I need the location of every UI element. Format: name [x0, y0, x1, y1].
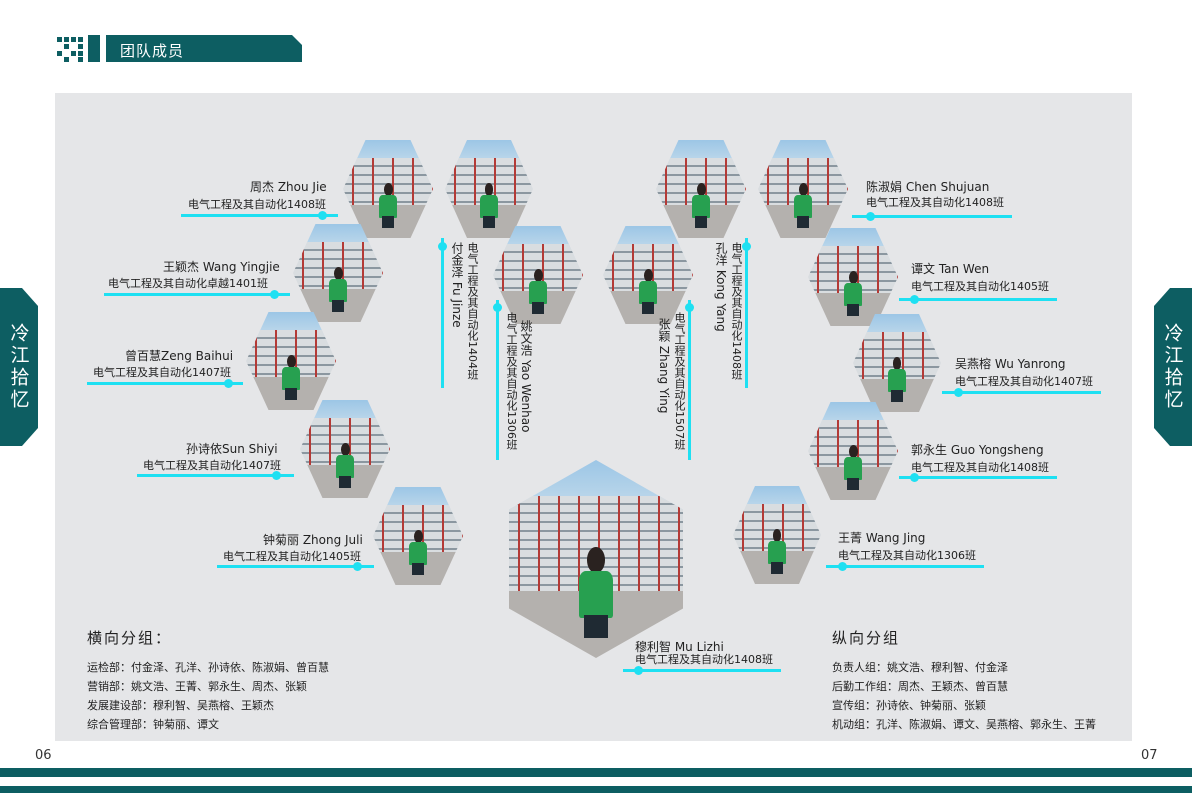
member-name: 张颖 Zhang Ying [657, 318, 671, 414]
member-class: 电气工程及其自动化1306班 [505, 312, 518, 450]
member-class: 电气工程及其自动化1405班 [911, 280, 1049, 293]
member-class: 电气工程及其自动化1404班 [466, 242, 479, 380]
header-accent-bar [88, 35, 100, 62]
member-name: 孙诗依Sun Shiyi [186, 442, 278, 456]
page-number-left: 06 [35, 748, 52, 763]
group-line: 营销部：姚文浩、王菁、郭永生、周杰、张颖 [87, 680, 307, 693]
member-name: 王颖杰 Wang Yingjie [163, 260, 280, 274]
member-name: 曾百慧Zeng Baihui [125, 349, 234, 363]
member-class: 电气工程及其自动化1407班 [93, 366, 231, 379]
group-line: 发展建设部：穆利智、吴燕榕、王颖杰 [87, 699, 274, 712]
header-bar [106, 35, 302, 62]
member-class: 电气工程及其自动化1408班 [188, 198, 326, 211]
group-line: 综合管理部：钟菊丽、谭文 [87, 718, 219, 731]
member-class: 电气工程及其自动化1507班 [673, 312, 686, 450]
member-name: 穆利智 Mu Lizhi [635, 640, 724, 654]
group-line: 负责人组：姚文浩、穆利智、付金泽 [832, 661, 1008, 674]
member-name: 陈淑娟 Chen Shujuan [866, 180, 990, 194]
member-name: 周杰 Zhou Jie [250, 180, 327, 194]
member-name: 钟菊丽 Zhong Juli [263, 533, 363, 547]
bottom-band-top [0, 768, 1192, 777]
member-name: 吴燕榕 Wu Yanrong [955, 357, 1066, 371]
member-name: 孔洋 Kong Yang [714, 242, 728, 332]
member-class: 电气工程及其自动化1306班 [838, 549, 976, 562]
member-name: 王菁 Wang Jing [838, 531, 926, 545]
group-line: 运检部：付金泽、孔洋、孙诗依、陈淑娟、曾百慧 [87, 661, 329, 674]
side-tab-left[interactable]: 冷江拾忆 [0, 288, 38, 446]
member-name: 付金泽 Fu Jinze [450, 242, 464, 328]
page-number-right: 07 [1141, 748, 1158, 763]
member-class: 电气工程及其自动化1408班 [866, 196, 1004, 209]
member-class: 电气工程及其自动化1407班 [955, 375, 1093, 388]
member-class: 电气工程及其自动化1408班 [730, 242, 743, 380]
photo-wang-jing [733, 486, 821, 584]
member-class: 电气工程及其自动化卓越1401班 [108, 277, 268, 290]
group-line: 宣传组：孙诗依、钟菊丽、张颖 [832, 699, 986, 712]
member-class: 电气工程及其自动化1407班 [143, 459, 281, 472]
member-class: 电气工程及其自动化1408班 [635, 653, 773, 666]
bottom-band-bottom [0, 786, 1192, 793]
member-name: 姚文浩 Yao Wenhao [519, 320, 533, 433]
horizontal-groups-title: 横向分组： [87, 629, 173, 647]
group-line: 后勤工作组：周杰、王颖杰、曾百慧 [832, 680, 1008, 693]
vertical-groups-title: 纵向分组 [832, 629, 901, 647]
member-class: 电气工程及其自动化1405班 [223, 550, 361, 563]
member-class: 电气工程及其自动化1408班 [911, 461, 1049, 474]
member-name: 谭文 Tan Wen [911, 262, 990, 276]
group-line: 机动组：孔洋、陈淑娟、谭文、吴燕榕、郭永生、王菁 [832, 718, 1096, 731]
page-title: 团队成员 [120, 42, 185, 60]
photo-zeng-baihui [246, 312, 336, 410]
side-tab-right[interactable]: 冷江拾忆 [1154, 288, 1192, 446]
member-name: 郭永生 Guo Yongsheng [911, 443, 1044, 457]
